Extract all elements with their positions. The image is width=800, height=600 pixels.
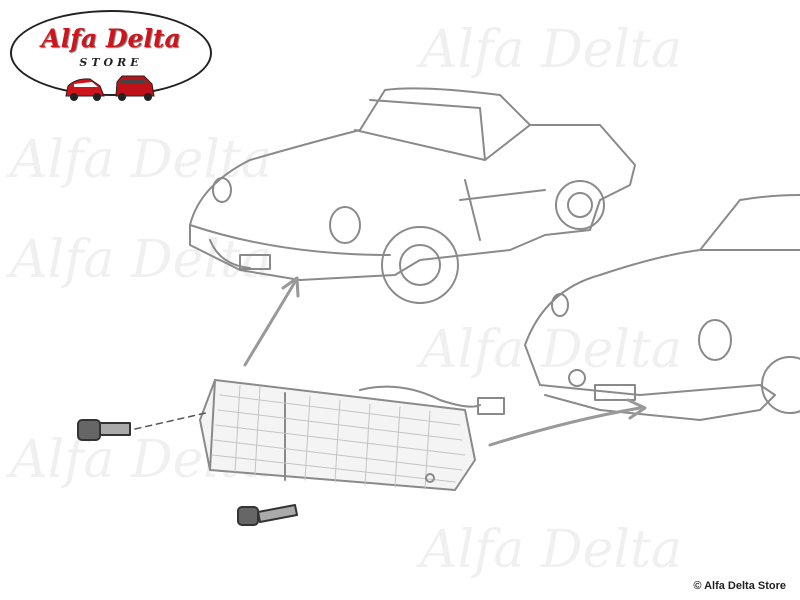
- logo-title: Alfa Delta: [41, 24, 181, 53]
- copyright-notice: © Alfa Delta Store: [693, 580, 786, 592]
- spider-car-front-view: [189, 87, 636, 304]
- classic-cars-icon: [65, 75, 155, 101]
- watermark: Alfa Delta: [420, 320, 682, 380]
- spider-car-partial-view: [524, 194, 800, 421]
- store-logo[interactable]: Alfa Delta STORE: [10, 10, 212, 101]
- watermark: Alfa Delta: [420, 20, 682, 80]
- watermark: Alfa Delta: [420, 520, 682, 580]
- direction-arrows: [243, 276, 647, 447]
- logo-subtitle: STORE: [79, 56, 143, 69]
- screw-bottom: [237, 504, 298, 526]
- indicator-lamp-assembly: [199, 379, 505, 491]
- screw-left: [77, 411, 211, 441]
- watermark: Alfa Delta: [10, 230, 272, 290]
